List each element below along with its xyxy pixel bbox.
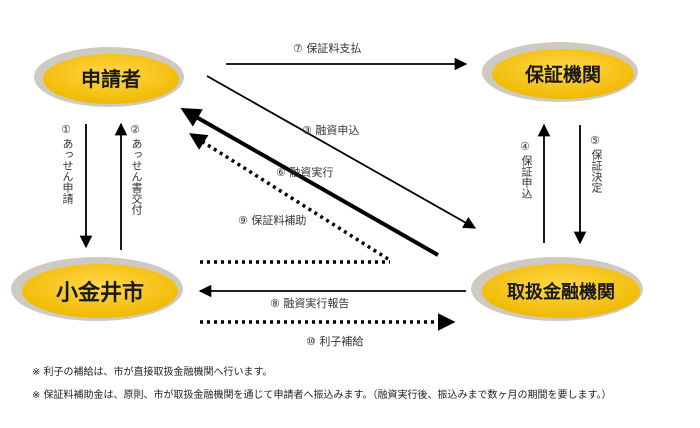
label-6: ⑥ 融資実行 xyxy=(276,165,333,179)
label-5-text: 保証決定 xyxy=(590,149,603,193)
label-4-number: ④ xyxy=(520,140,530,153)
node-bank-label: 取扱金融機関 xyxy=(507,281,615,303)
node-applicant: 申請者 xyxy=(34,47,184,107)
note-guarantee-subsidy: ※ 保証料補助金は、原則、市が取扱金融機関を通じて申請者へ振込みます。（融資実行… xyxy=(32,390,612,401)
node-guarantor: 保証機関 xyxy=(482,42,638,102)
label-7: ⑦ 保証料支払 xyxy=(293,41,361,55)
label-9: ⑨ 保証料補助 xyxy=(238,213,306,227)
arrow-9 xyxy=(189,133,389,261)
label-10: ⑩ 利子補給 xyxy=(306,334,363,348)
node-city-label: 小金井市 xyxy=(56,280,144,306)
arrow-6 xyxy=(180,108,439,257)
label-2-number: ② xyxy=(130,123,140,136)
label-4-text: 保証申込 xyxy=(520,155,533,199)
label-1-number: ① xyxy=(61,123,71,136)
arrow-3 xyxy=(206,75,477,229)
label-5-number: ⑤ xyxy=(590,134,600,147)
node-guarantor-label: 保証機関 xyxy=(524,63,601,86)
label-1-text: あっせん申請 xyxy=(61,138,74,204)
note-interest: ※ 利子の補給は、市が直接取扱金融機関へ行います。 xyxy=(32,367,273,378)
node-bank: 取扱金融機関 xyxy=(471,257,643,321)
node-applicant-label: 申請者 xyxy=(81,67,141,91)
label-3: ③ 融資申込 xyxy=(302,124,359,137)
label-8: ⑧ 融資実行報告 xyxy=(270,296,349,310)
node-city: 小金井市 xyxy=(11,257,183,321)
label-2-text: あっせん書交付 xyxy=(130,138,143,215)
